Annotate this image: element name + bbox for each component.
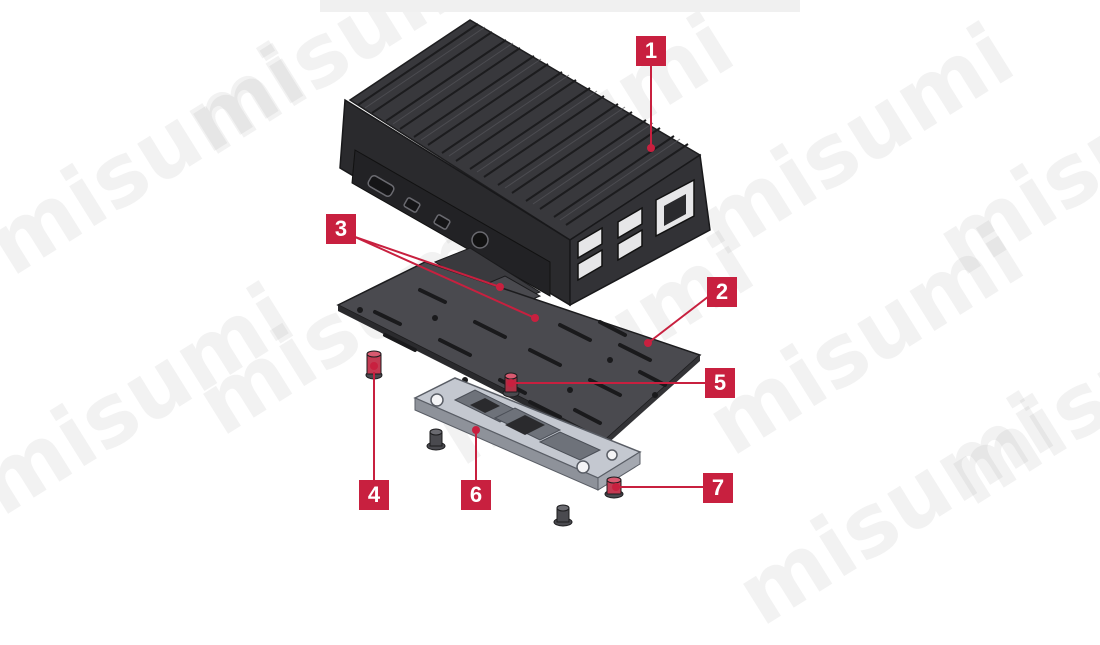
top-edge-band bbox=[320, 0, 800, 12]
callout-4: 4 bbox=[359, 480, 389, 510]
callout-1: 1 bbox=[636, 36, 666, 66]
leader-lines bbox=[354, 66, 714, 488]
screw-gray bbox=[426, 428, 446, 451]
screw-part-5 bbox=[502, 372, 520, 398]
assembly-illustration bbox=[320, 0, 800, 527]
callout-6: 6 bbox=[461, 480, 491, 510]
heatsink-fins bbox=[357, 23, 689, 226]
callout-3: 3 bbox=[326, 214, 356, 244]
leader-endpoints bbox=[370, 144, 655, 491]
callout-5: 5 bbox=[705, 368, 735, 398]
callout-2: 2 bbox=[707, 277, 737, 307]
enclosure-case bbox=[339, 19, 711, 307]
callout-7: 7 bbox=[703, 473, 733, 503]
screw-gray bbox=[553, 504, 573, 527]
